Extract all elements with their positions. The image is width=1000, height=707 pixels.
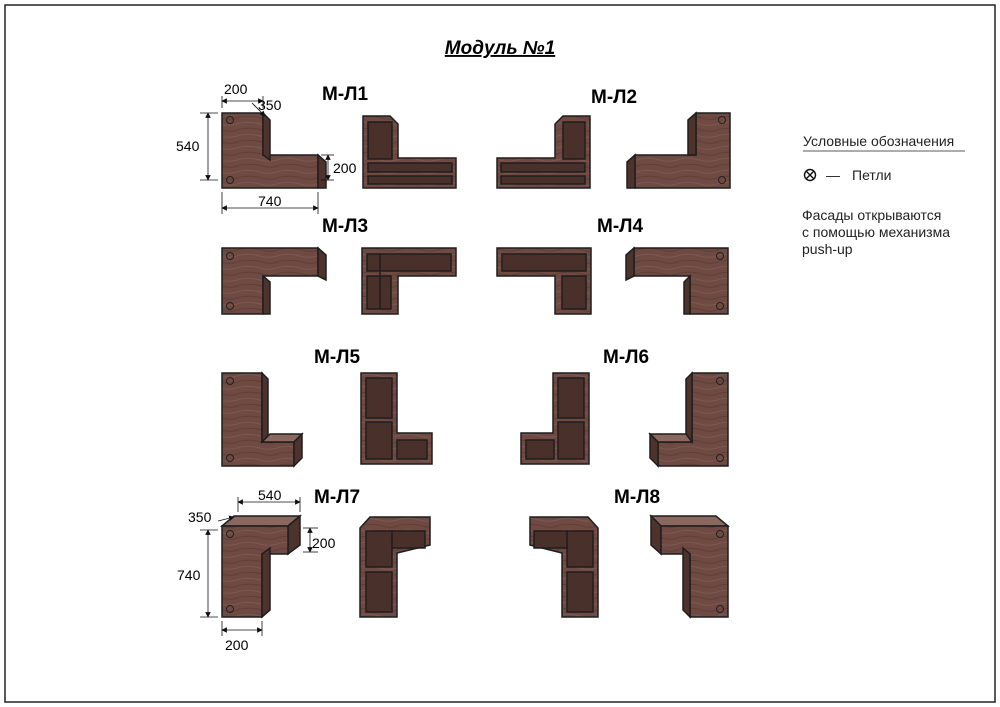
dim-label: 200 <box>312 535 336 551</box>
module-ml6-closed <box>648 371 729 468</box>
legend-dash: — <box>826 167 840 183</box>
module-label-ml5: М-Л5 <box>314 347 360 368</box>
hinge-icon <box>226 176 234 184</box>
dim-label: 350 <box>258 97 282 113</box>
module-ml3-closed <box>221 246 327 315</box>
dim-label: 540 <box>176 138 200 154</box>
module-ml2-closed <box>626 111 731 189</box>
module-label-ml1: М-Л1 <box>322 84 368 105</box>
module-ml5-closed <box>221 371 304 468</box>
legend-note-line-3: push-up <box>802 241 853 257</box>
module-label-ml7: М-Л7 <box>314 487 360 508</box>
legend-note-line-1: Фасады открываются <box>802 207 941 223</box>
module-ml1-closed <box>221 111 327 189</box>
module-ml3-open <box>361 247 457 315</box>
dim-label: 740 <box>177 567 201 583</box>
module-label-ml4: М-Л4 <box>597 216 643 237</box>
dim-label: 200 <box>225 637 249 653</box>
module-ml1-open <box>362 115 457 189</box>
module-ml4-open <box>496 247 592 315</box>
module-label-ml2: М-Л2 <box>591 87 637 108</box>
sheet-border <box>4 4 996 703</box>
module-ml8-closed <box>649 514 731 619</box>
hinge-icon <box>226 116 234 124</box>
dim-label: 540 <box>258 487 282 503</box>
dim-label: 740 <box>258 193 282 209</box>
dimensions-ml1 <box>200 96 334 214</box>
module-ml7-open <box>359 516 431 618</box>
module-ml8-open <box>529 516 599 618</box>
page-title: Модуль №1 <box>445 38 555 59</box>
dim-label: 350 <box>188 509 212 525</box>
legend-hinge-label: Петли <box>852 167 891 183</box>
module-label-ml6: М-Л6 <box>603 347 649 368</box>
module-ml6-open <box>520 372 590 465</box>
hinge-symbol-icon <box>803 168 817 182</box>
module-ml2-open <box>496 115 591 189</box>
module-label-ml8: М-Л8 <box>614 487 660 508</box>
dimensions-ml7 <box>200 497 318 636</box>
module-ml4-closed <box>625 246 729 315</box>
module-label-ml3: М-Л3 <box>322 216 368 237</box>
dim-label: 200 <box>224 81 248 97</box>
legend-heading: Условные обозначения <box>803 133 954 149</box>
module-ml5-open <box>360 372 433 465</box>
dim-label: 200 <box>333 160 357 176</box>
legend: Условные обозначения — Петли Фасады откр… <box>802 133 965 257</box>
module-ml7-closed <box>219 514 303 619</box>
legend-note-line-2: с помощью механизма <box>802 224 950 240</box>
